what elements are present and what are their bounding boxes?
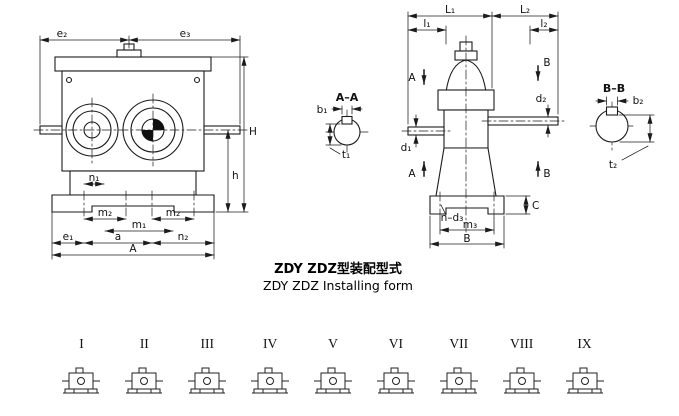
dim-m2-left: m₂ [98,207,112,219]
dim-t1: t₁ [342,149,350,161]
dim-a: a [115,231,121,243]
dim-L1: L₁ [445,4,455,16]
dim-d2: d₂ [536,93,547,105]
dim-C: C [532,200,539,212]
front-dimensions [39,35,249,260]
section-aa: A–A b₁ t₁ [317,91,369,161]
form-item-9: IX [565,336,605,396]
gearbox-icon [502,367,542,394]
form-numeral: III [200,336,214,351]
gearbox-icon [250,367,290,394]
form-numeral: I [79,336,84,351]
dim-e2: e₂ [57,28,68,40]
installing-forms-row: I II III IV V VI VII VIII [50,336,616,396]
form-numeral: V [328,336,338,351]
dim-H: H [249,126,257,138]
front-centerlines [33,93,249,217]
form-numeral: IX [577,336,592,351]
form-item-4: IV [250,336,290,396]
section-aa-title: A–A [336,91,359,104]
section-mark-a-bottom: A [408,168,416,180]
gearbox-icon [313,367,353,394]
gearbox-icon [187,367,227,394]
form-item-3: III [187,336,227,396]
gearbox-icon [124,367,164,394]
dim-n1: n₁ [89,172,100,184]
dim-d1: d₁ [401,142,412,154]
dim-b1: b₁ [317,104,328,116]
form-item-8: VIII [502,336,542,396]
dim-l2: l₂ [540,18,547,30]
dim-t2: t₂ [609,159,617,171]
dim-A: A [129,243,137,255]
section-mark-b-bottom: B [543,168,550,180]
form-numeral: VI [388,336,403,351]
dim-n2: n₂ [178,231,189,243]
caption: ZDY ZDZ型装配型式 ZDY ZDZ Installing form [208,262,468,293]
section-bb: B–B b₂ t₂ [589,82,655,171]
gearbox-icon [376,367,416,394]
form-item-2: II [124,336,164,396]
form-item-7: VII [439,336,479,396]
form-item-5: V [313,336,353,396]
dim-L2: L₂ [520,4,530,16]
form-numeral: IV [262,336,278,351]
caption-english: ZDY ZDZ Installing form [263,278,413,293]
gearbox-icon [61,367,101,394]
section-mark-b-top: B [543,57,550,69]
dim-B-base: B [463,233,470,245]
form-item-6: VI [376,336,416,396]
dim-b2: b₂ [633,95,644,107]
technical-drawing: e₂ e₃ H h n₁ m₂ m₂ m₁ e₁ a n₂ A [33,4,655,260]
gearbox-icon [565,367,605,394]
form-numeral: II [139,336,149,351]
dim-m1: m₁ [132,219,146,231]
section-bb-title: B–B [603,82,625,95]
dim-e3: e₃ [180,28,191,40]
side-view: L₁ L₂ l₁ l₂ A A B B d₁ d₂ C n–d₃ m₃ B [401,4,565,249]
dim-n-d3: n–d₃ [441,212,464,224]
dim-e1: e₁ [63,231,74,243]
form-numeral: VIII [510,336,534,351]
section-mark-a-top: A [408,72,416,84]
dim-m2-right: m₂ [166,207,180,219]
caption-chinese: ZDY ZDZ型装配型式 [274,262,402,277]
form-numeral: VII [449,336,469,351]
form-item-1: I [61,336,101,396]
dim-m3: m₃ [463,219,477,231]
dim-l1: l₁ [423,18,430,30]
gearbox-icon [439,367,479,394]
front-view: e₂ e₃ H h n₁ m₂ m₂ m₁ e₁ a n₂ A [33,28,257,260]
dim-h: h [232,170,239,182]
